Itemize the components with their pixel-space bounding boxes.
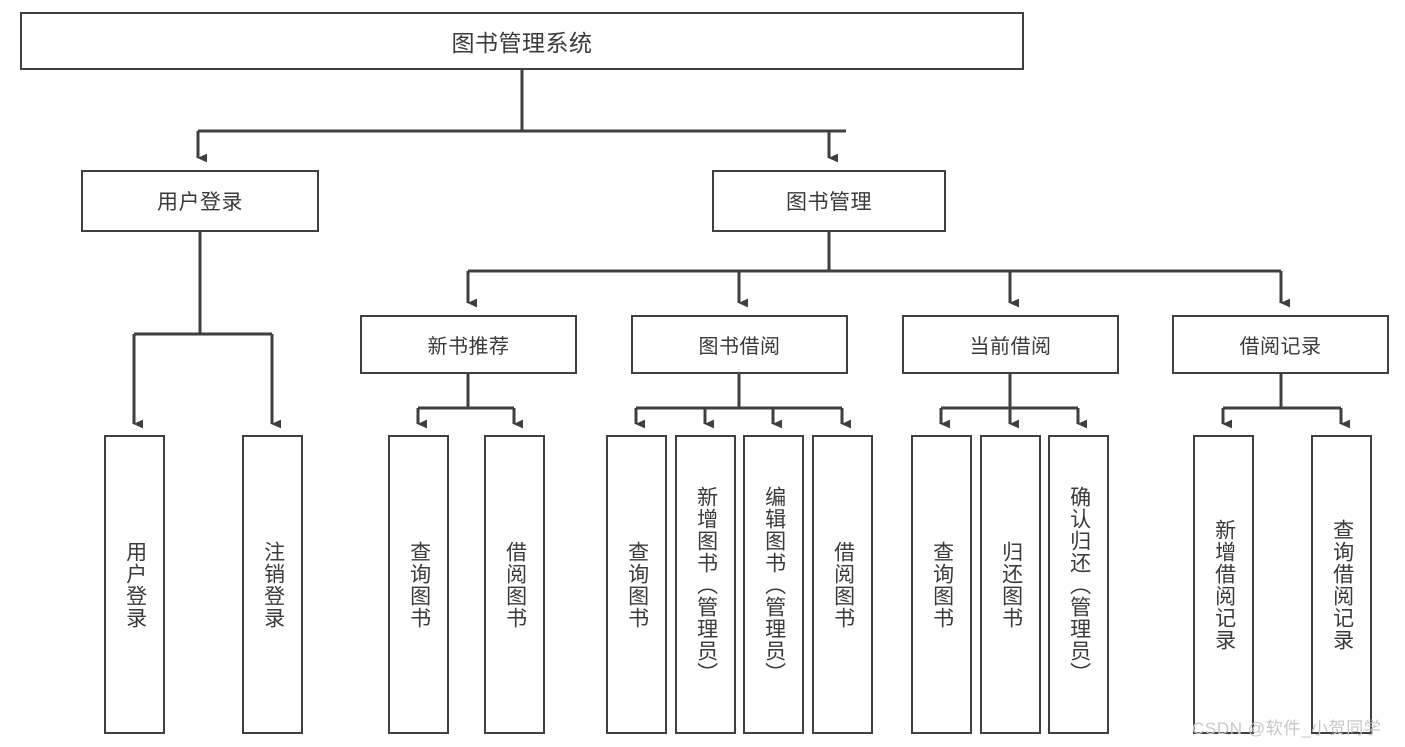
csdn-watermark-text: CSDN @软件_小贺同学 (1192, 719, 1382, 738)
node-book-borrow-label: 图书借阅 (698, 336, 781, 358)
node-leaf-logout-label: 注销登录 (261, 540, 285, 629)
node-new-book-recommendation-label: 新书推荐 (427, 336, 510, 358)
node-leaf-borrow-book-recommendation-label: 借阅图书 (503, 540, 527, 629)
node-leaf-query-book-borrow-label: 查询图书 (625, 540, 649, 629)
node-leaf-add-borrow-record[interactable]: 新增借阅记录 (1193, 435, 1254, 734)
node-borrow-record-label: 借阅记录 (1239, 336, 1322, 358)
node-leaf-query-borrow-record-label: 查询借阅记录 (1330, 518, 1354, 651)
node-leaf-user-login-label: 用户登录 (123, 540, 147, 629)
node-root-system[interactable]: 图书管理系统 (20, 12, 1024, 70)
node-leaf-add-book-label: 新增图书（管理员） (694, 485, 718, 684)
node-leaf-edit-book[interactable]: 编辑图书（管理员） (743, 435, 804, 734)
node-leaf-return-book[interactable]: 归还图书 (980, 435, 1041, 734)
node-book-borrow[interactable]: 图书借阅 (631, 315, 848, 374)
node-leaf-query-book-recommendation-label: 查询图书 (407, 540, 431, 629)
node-current-borrow-label: 当前借阅 (969, 336, 1052, 358)
node-book-manage[interactable]: 图书管理 (712, 170, 946, 232)
node-user-login-label: 用户登录 (157, 191, 243, 214)
node-leaf-confirm-return-label: 确认归还（管理员） (1067, 485, 1091, 684)
node-leaf-logout[interactable]: 注销登录 (242, 435, 303, 734)
node-leaf-return-book-label: 归还图书 (999, 540, 1023, 629)
node-leaf-confirm-return[interactable]: 确认归还（管理员） (1048, 435, 1109, 734)
node-leaf-borrow-book-recommendation[interactable]: 借阅图书 (484, 435, 545, 734)
node-leaf-borrow-book-label: 借阅图书 (831, 540, 855, 629)
node-leaf-query-book-current-label: 查询图书 (930, 540, 954, 629)
node-current-borrow[interactable]: 当前借阅 (902, 315, 1119, 374)
node-leaf-borrow-book[interactable]: 借阅图书 (812, 435, 873, 734)
node-leaf-add-book[interactable]: 新增图书（管理员） (675, 435, 736, 734)
node-book-manage-label: 图书管理 (786, 191, 872, 214)
node-leaf-query-book-borrow[interactable]: 查询图书 (606, 435, 667, 734)
node-leaf-user-login[interactable]: 用户登录 (104, 435, 165, 734)
csdn-watermark: CSDN @软件_小贺同学 (1192, 714, 1381, 739)
node-leaf-query-book-recommendation[interactable]: 查询图书 (388, 435, 449, 734)
node-user-login[interactable]: 用户登录 (81, 170, 319, 232)
node-new-book-recommendation[interactable]: 新书推荐 (360, 315, 577, 374)
node-borrow-record[interactable]: 借阅记录 (1172, 315, 1389, 374)
node-leaf-query-borrow-record[interactable]: 查询借阅记录 (1311, 435, 1372, 734)
node-root-system-label: 图书管理系统 (451, 30, 593, 56)
node-leaf-edit-book-label: 编辑图书（管理员） (762, 485, 786, 684)
node-leaf-query-book-current[interactable]: 查询图书 (911, 435, 972, 734)
node-leaf-add-borrow-record-label: 新增借阅记录 (1212, 518, 1236, 651)
